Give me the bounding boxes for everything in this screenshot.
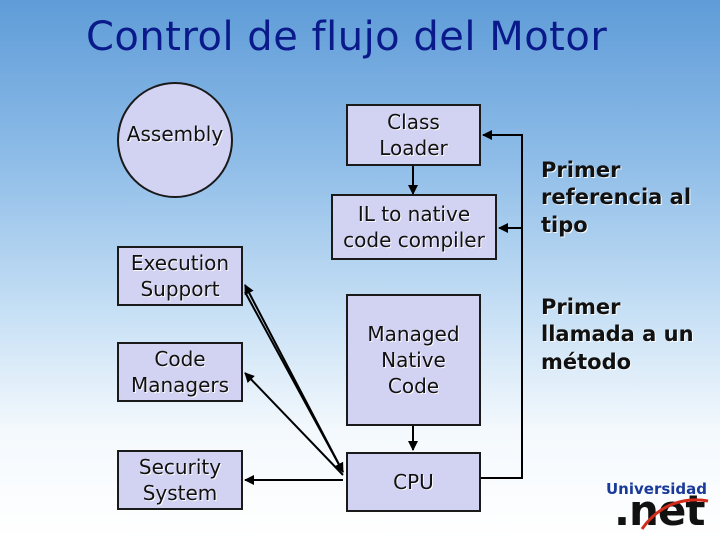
arrow-execution-to-cpu — [244, 291, 344, 473]
cpu-box: CPU — [346, 452, 481, 512]
class-loader-box: Class Loader — [346, 104, 481, 166]
code-managers-box: Code Managers — [117, 342, 243, 402]
security-system-box: Security System — [117, 450, 243, 510]
slide-title: Control de flujo del Motor — [86, 14, 608, 60]
first-call-note: Primer llamada a un método — [541, 295, 694, 374]
managed-native-code-box: Managed Native Code — [346, 294, 481, 426]
universidad-logo-text: Universidad — [606, 480, 708, 498]
net-swoosh-icon — [640, 498, 709, 530]
first-reference-note: Primer referencia al tipo — [541, 158, 692, 237]
arrow-cpu-to-managers — [244, 372, 344, 476]
assembly-node — [117, 82, 233, 198]
execution-support-box: Execution Support — [117, 246, 243, 306]
assembly-label: Assembly — [126, 122, 224, 146]
arrow-cpu-to-loader — [481, 130, 523, 479]
il-compiler-box: IL to native code compiler — [331, 194, 497, 260]
